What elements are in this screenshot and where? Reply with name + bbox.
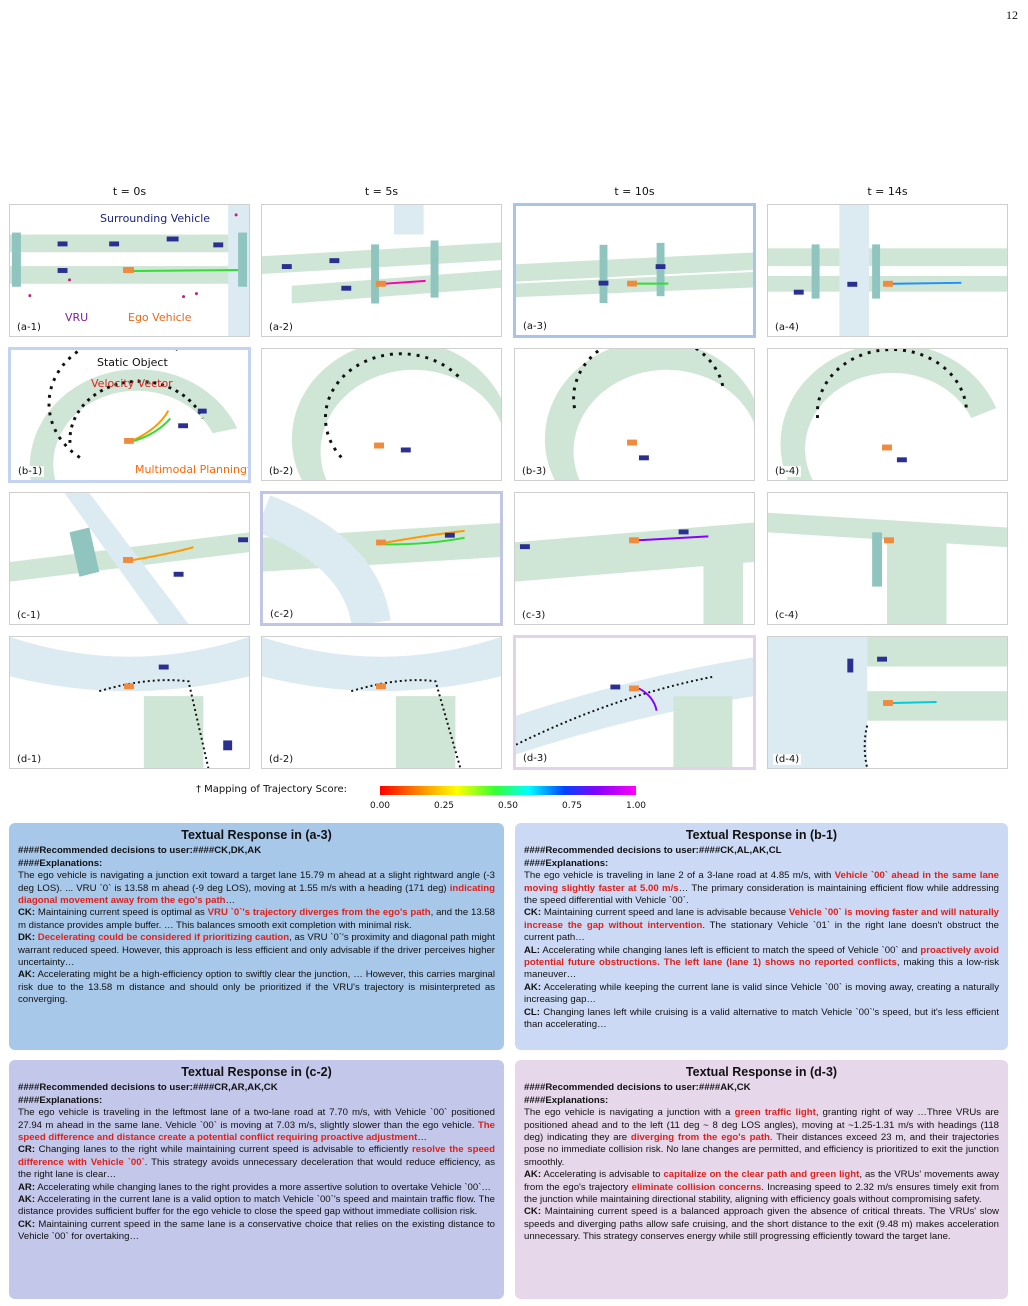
annotation-multimodal-planning: Multimodal Planning† (135, 463, 251, 476)
panel-a2: (a-2) (261, 204, 502, 337)
panel-b4: (b-4) (767, 348, 1008, 481)
panel-label: (a-4) (773, 322, 801, 333)
decision-ck: CK: Maintaining current speed is optimal… (18, 907, 495, 931)
panel-b3: (b-3) (514, 348, 755, 481)
colorbar-tick: 0.00 (369, 801, 391, 811)
annotation-ego-vehicle: Ego Vehicle (128, 311, 192, 324)
column-header-t14: t = 14s (867, 185, 908, 198)
response-box-d3: Textual Response in (d-3) ####Recommende… (515, 1060, 1008, 1299)
panel-a4: (a-4) (767, 204, 1008, 337)
explanations-heading: ####Explanations: (18, 857, 103, 869)
column-header-t5: t = 5s (364, 185, 399, 198)
decision-ak: AK: Accelerating in the current lane is … (18, 1194, 495, 1218)
panel-label: (c-3) (520, 610, 548, 621)
panel-label: (b-2) (267, 466, 296, 477)
panel-label: (a-1) (15, 322, 43, 333)
recommended-decisions: ####Recommended decisions to user:####CK… (524, 845, 782, 857)
panel-label: (b-1) (16, 466, 45, 477)
column-header-t0: t = 0s (112, 185, 147, 198)
panel-d3: (d-3) (513, 635, 756, 770)
decision-ck: CK: Maintaining current speed and lane i… (524, 907, 1000, 944)
decision-ak: AK: Accelerating might be a high-efficie… (18, 969, 495, 1006)
panel-label: (c-1) (15, 610, 43, 621)
response-paragraph: The ego vehicle is traveling in lane 2 o… (524, 870, 999, 907)
panel-label: (c-2) (268, 609, 296, 620)
panel-d1: (d-1) (9, 636, 250, 769)
panel-b2: (b-2) (261, 348, 502, 481)
colorbar-tick: 0.25 (433, 801, 455, 811)
response-box-b1: Textual Response in (b-1) ####Recommende… (515, 823, 1008, 1050)
recommended-decisions: ####Recommended decisions to user:####CR… (18, 1082, 278, 1094)
colorbar-label: † Mapping of Trajectory Score: (196, 784, 348, 795)
panel-d4: (d-4) (767, 636, 1008, 769)
annotation-vru: VRU (65, 311, 89, 324)
decision-ak: AK: Accelerating while keeping the curre… (524, 981, 999, 1006)
annotation-velocity-vector: Velocity Vector (91, 377, 173, 390)
panel-c3: (c-3) (514, 492, 755, 625)
decision-ck: CK: Maintaining current speed is a balan… (524, 1206, 999, 1243)
panel-c2: (c-2) (260, 491, 503, 626)
response-box-c2: Textual Response in (c-2) ####Recommende… (9, 1060, 504, 1299)
panel-label: (b-4) (773, 466, 802, 477)
panel-label: (a-2) (267, 322, 295, 333)
decision-ck: CK: Maintaining current speed in the sam… (18, 1218, 495, 1243)
colorbar-tick: 0.75 (561, 801, 583, 811)
panel-c4: (c-4) (767, 492, 1008, 625)
colorbar-tick: 1.00 (625, 801, 647, 811)
decision-ak: AK: Accelerating is advisable to capital… (524, 1169, 1000, 1206)
decision-ar: AR: Accelerating while changing lanes to… (18, 1181, 492, 1193)
response-box-a3: Textual Response in (a-3) ####Recommende… (9, 823, 504, 1050)
panel-a3: (a-3) (513, 203, 756, 338)
response-title: Textual Response in (d-3) (685, 1065, 838, 1079)
explanations-heading: ####Explanations: (18, 1094, 103, 1106)
colorbar-tick: 0.50 (497, 801, 519, 811)
annotation-static-object: Static Object (97, 356, 168, 369)
column-header-t10: t = 10s (614, 185, 655, 198)
response-title: Textual Response in (b-1) (685, 828, 838, 842)
decision-al: AL: Accelerating while changing lanes le… (524, 944, 999, 981)
explanations-heading: ####Explanations: (524, 1094, 609, 1106)
trajectory-score-colorbar (380, 786, 636, 795)
panel-c1: (c-1) (9, 492, 250, 625)
recommended-decisions: ####Recommended decisions to user:####CK… (18, 845, 262, 857)
recommended-decisions: ####Recommended decisions to user:####AK… (524, 1082, 751, 1094)
response-paragraph: The ego vehicle is navigating a junction… (524, 1107, 1000, 1168)
panel-label: (c-4) (773, 610, 801, 621)
page-number: 12 (1006, 8, 1018, 22)
response-paragraph: The ego vehicle is traveling in the left… (18, 1107, 495, 1144)
panel-label: (d-4) (773, 754, 802, 765)
annotation-surrounding-vehicle: Surrounding Vehicle (100, 212, 211, 225)
panel-label: (d-2) (267, 754, 296, 765)
response-title: Textual Response in (a-3) (181, 828, 332, 842)
decision-cl: CL: Changing lanes left while cruising i… (524, 1006, 999, 1031)
response-title: Textual Response in (c-2) (181, 1065, 332, 1079)
panel-a1: Surrounding Vehicle VRU Ego Vehicle (a-1… (9, 204, 250, 337)
panel-d2: (d-2) (261, 636, 502, 769)
panel-label: (d-3) (521, 753, 550, 764)
explanations-heading: ####Explanations: (524, 857, 609, 869)
decision-cr: CR: Changing lanes to the right while ma… (18, 1144, 495, 1181)
response-paragraph: The ego vehicle is navigating a junction… (18, 870, 495, 907)
panel-label: (b-3) (520, 466, 549, 477)
decision-dk: DK: Decelerating could be considered if … (18, 932, 496, 969)
panel-b1: Static Object Velocity Vector Multimodal… (8, 347, 251, 483)
panel-label: (a-3) (521, 321, 549, 332)
panel-label: (d-1) (15, 754, 44, 765)
